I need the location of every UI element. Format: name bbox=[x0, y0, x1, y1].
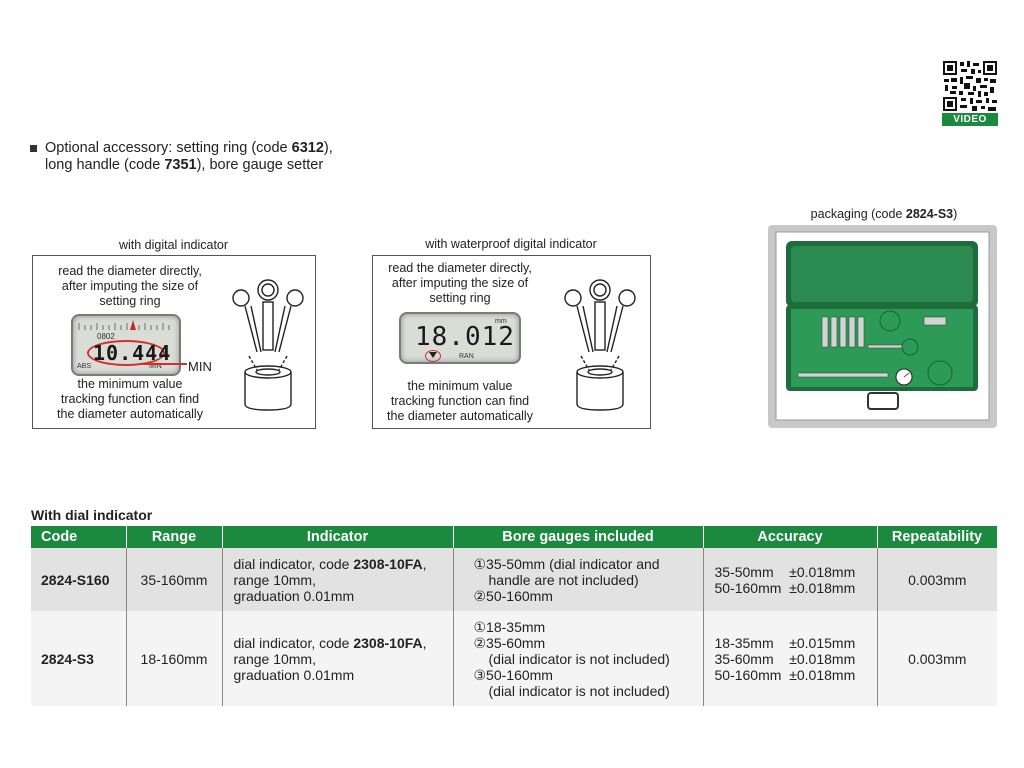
cell-bore-gauges: ①35-50mm (dial indicator and handle are … bbox=[452, 548, 704, 611]
table-title: With dial indicator bbox=[31, 507, 153, 523]
bore-gauge-illustration-icon bbox=[564, 279, 636, 411]
lcd-sub-reading: 0802 bbox=[97, 332, 115, 341]
lcd-main-reading: 18.012 bbox=[415, 322, 515, 352]
table-header-row: Code Range Indicator Bore gauges include… bbox=[31, 526, 998, 548]
setting-ring-code: 6312 bbox=[291, 140, 324, 156]
digital-indicator-caption: with digital indicator bbox=[118, 238, 229, 252]
lcd-min-label: MIN bbox=[149, 363, 162, 370]
qr-code-icon bbox=[942, 60, 998, 126]
header-indicator: Indicator bbox=[221, 526, 454, 548]
cell-code: 2824-S160 bbox=[31, 548, 127, 611]
header-code: Code bbox=[31, 526, 127, 548]
table-row: 2824-S3 18-160mm dial indicator, code 23… bbox=[31, 611, 997, 706]
cell-bore-gauges: ①18-35mm ②35-60mm (dial indicator is not… bbox=[452, 611, 704, 706]
cell-indicator: dial indicator, code 2308-10FA, range 10… bbox=[221, 548, 454, 611]
highlight-ellipse bbox=[87, 340, 165, 366]
accessory-text: ), bore gauge setter bbox=[196, 157, 324, 173]
min-tracking-note: the minimum value tracking function can … bbox=[387, 379, 533, 423]
table-row: 2824-S160 35-160mm dial indicator, code … bbox=[31, 548, 997, 611]
highlight-ellipse bbox=[425, 350, 441, 362]
header-repeatability: Repeatability bbox=[876, 526, 998, 548]
lcd-ran-label: RAN bbox=[459, 353, 474, 360]
cell-repeatability: 0.003mm bbox=[876, 611, 997, 706]
min-tracking-note: the minimum value tracking function can … bbox=[57, 377, 203, 421]
packaging-caption: packaging (code 2824-S3) bbox=[810, 207, 958, 221]
lcd-abs-label: ABS bbox=[77, 363, 92, 370]
specification-table: Code Range Indicator Bore gauges include… bbox=[31, 526, 998, 706]
lcd-scale-icon bbox=[78, 320, 170, 330]
video-label: VIDEO bbox=[953, 114, 987, 125]
min-pointer-line bbox=[139, 363, 187, 365]
cell-range: 35-160mm bbox=[125, 548, 223, 611]
case-illustration-icon bbox=[775, 231, 990, 421]
packaging-photo bbox=[768, 225, 997, 428]
long-handle-code: 7351 bbox=[164, 157, 197, 173]
cell-repeatability: 0.003mm bbox=[876, 548, 997, 611]
optional-accessory-note: Optional accessory: setting ring (code 6… bbox=[30, 140, 390, 174]
cell-accuracy: 35-50mm ±0.018mm 50-160mm ±0.018mm bbox=[702, 548, 878, 611]
cell-accuracy: 18-35mm ±0.015mm 35-60mm ±0.018mm 50-160… bbox=[702, 611, 878, 706]
accessory-text: long handle (code bbox=[45, 157, 165, 173]
digital-lcd-display: 0802 10.444 ABS MIN bbox=[71, 314, 181, 376]
min-label: MIN bbox=[188, 359, 212, 374]
lcd-unit-label: mm bbox=[495, 318, 507, 325]
packaging-code: 2824-S3 bbox=[905, 207, 954, 221]
lcd-main-reading: 10.444 bbox=[93, 341, 172, 365]
accessory-text: ), bbox=[323, 140, 333, 156]
header-accuracy: Accuracy bbox=[702, 526, 878, 548]
header-bore-gauges: Bore gauges included bbox=[452, 526, 704, 548]
cell-range: 18-160mm bbox=[125, 611, 223, 706]
read-diameter-note: read the diameter directly, after imputi… bbox=[388, 261, 532, 305]
digital-indicator-panel: read the diameter directly, after imputi… bbox=[32, 255, 316, 429]
waterproof-lcd-display: 18.012 mm RAN bbox=[399, 312, 521, 364]
waterproof-indicator-caption: with waterproof digital indicator bbox=[425, 237, 597, 251]
cell-indicator: dial indicator, code 2308-10FA, range 10… bbox=[221, 611, 454, 706]
read-diameter-note: read the diameter directly, after imputi… bbox=[58, 264, 202, 308]
bore-gauge-illustration-icon bbox=[232, 279, 304, 411]
video-qr-code[interactable]: VIDEO bbox=[942, 60, 998, 126]
bullet-icon bbox=[30, 145, 37, 152]
cell-code: 2824-S3 bbox=[31, 611, 127, 706]
header-range: Range bbox=[125, 526, 223, 548]
accessory-text: Optional accessory: setting ring (code bbox=[45, 140, 292, 156]
waterproof-indicator-panel: read the diameter directly, after imputi… bbox=[372, 255, 651, 429]
